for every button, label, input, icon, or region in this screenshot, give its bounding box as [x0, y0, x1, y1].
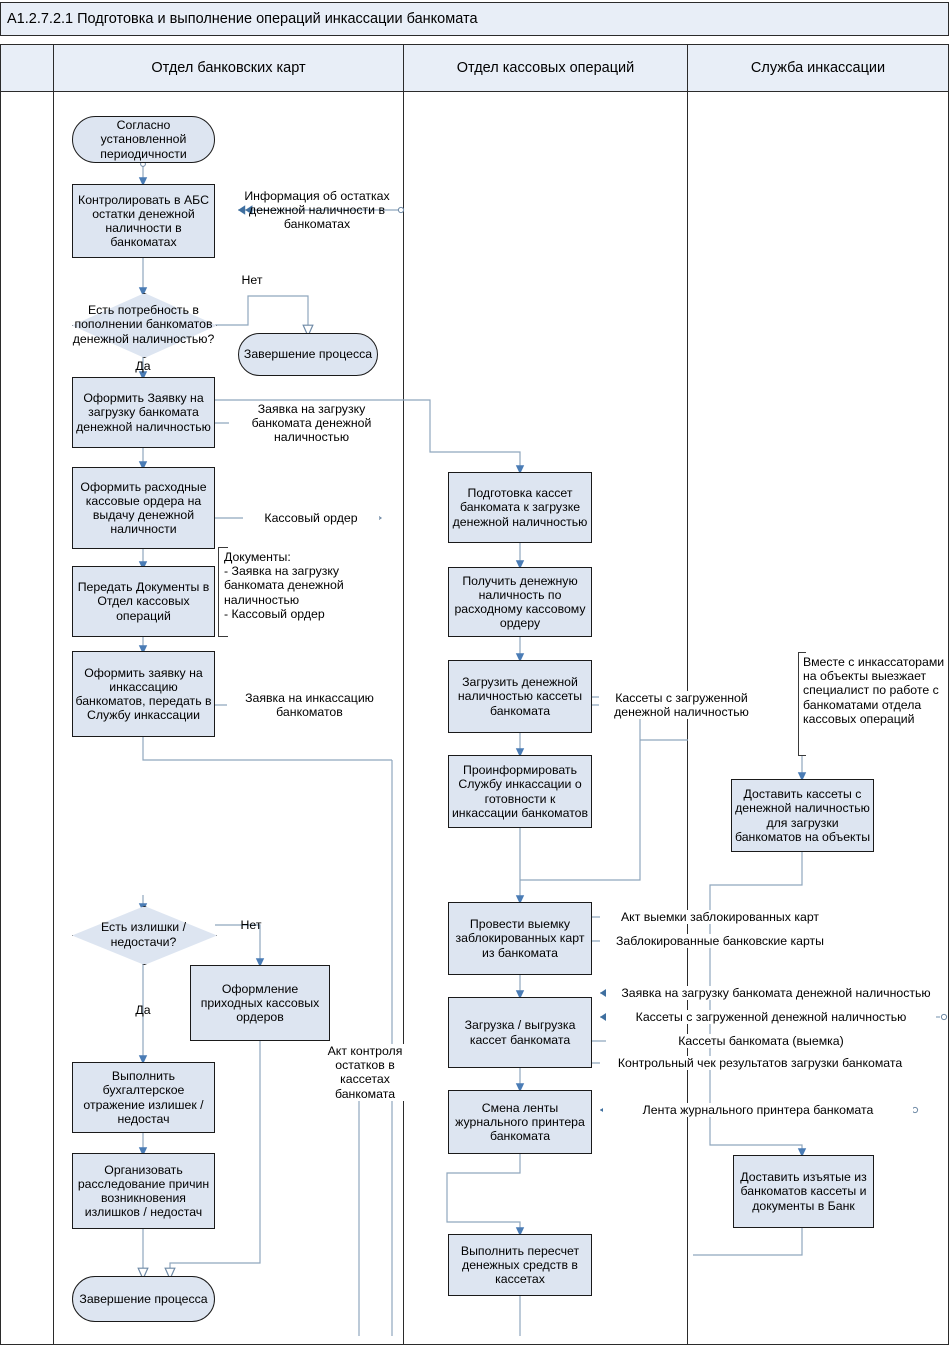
message-atm-cassettes-withdrawal: Кассеты банкомата (выемка)	[606, 1034, 916, 1049]
message-printer-tape: Лента журнального принтера банкомата	[603, 1103, 913, 1118]
lane-divider-1	[403, 45, 404, 1344]
lane-gutter	[1, 45, 53, 92]
message-loaded-cassettes: Кассеты с загруженной денежной наличност…	[599, 691, 764, 720]
message-loaded-cassettes-2: Кассеты с загруженной денежной наличност…	[606, 1010, 936, 1025]
node-create-load-request[interactable]: Оформить Заявку на загрузку банкомата де…	[72, 377, 215, 448]
node-recount-funds[interactable]: Выполнить пересчет денежных средств в ка…	[448, 1234, 592, 1296]
node-receive-cash[interactable]: Получить денежную наличность по расходно…	[448, 567, 592, 637]
node-transfer-documents[interactable]: Передать Документы в Отдел кассовых опер…	[72, 566, 215, 637]
message-balance-info: Информация об остатках денежной наличнос…	[244, 189, 390, 232]
documents-note-bracket	[218, 547, 228, 637]
lane-header-bank-cards: Отдел банковских карт	[53, 45, 403, 92]
message-cash-order: Кассовый ордер	[243, 511, 379, 526]
message-documents-note: Документы: - Заявка на загрузку банкомат…	[224, 550, 344, 621]
node-accounting-reflection[interactable]: Выполнить бухгалтерское отражение излише…	[72, 1062, 215, 1133]
message-act-withdrawal: Акт выемки заблокированных карт	[600, 910, 840, 925]
label-branch-no-2: Нет	[240, 918, 262, 932]
label-branch-no-1: Нет	[241, 273, 263, 287]
node-end-process-bottom[interactable]: Завершение процесса	[72, 1276, 215, 1322]
node-control-abs[interactable]: Контролировать в АБС остатки денежной на…	[72, 184, 215, 258]
node-create-collection-request[interactable]: Оформить заявку на инкассацию банкоматов…	[72, 651, 215, 737]
node-decision-need-refill[interactable]: Есть потребность в пополнении банкоматов…	[72, 293, 217, 358]
node-change-printer-tape[interactable]: Смена ленты журнального принтера банкома…	[448, 1090, 592, 1154]
label-branch-yes-1: Да	[135, 359, 151, 373]
node-start-periodicity[interactable]: Согласно установленной периодичности	[72, 116, 215, 163]
node-end-process-top[interactable]: Завершение процесса	[238, 333, 378, 376]
lane-label: Отдел банковских карт	[151, 60, 306, 76]
message-collectors-note: Вместе с инкассаторами на объекты выезжа…	[803, 655, 945, 726]
diagram-title-bar: A1.2.7.2.1 Подготовка и выполнение опера…	[0, 2, 949, 36]
message-collection-request: Заявка на инкассацию банкоматов	[227, 691, 392, 720]
node-load-unload-cassettes[interactable]: Загрузка / выгрузка кассет банкомата	[448, 997, 592, 1068]
message-load-request-2: Заявка на загрузку банкомата денежной на…	[606, 986, 946, 1001]
page-title: A1.2.7.2.1 Подготовка и выполнение опера…	[7, 11, 478, 27]
message-act-control-balances: Акт контроля остатков в кассетах банкома…	[315, 1044, 415, 1101]
lane-header-cash-operations: Отдел кассовых операций	[403, 45, 687, 92]
node-load-cassettes[interactable]: Загрузить денежной наличностью кассеты б…	[448, 660, 592, 733]
label-branch-yes-2: Да	[135, 1003, 151, 1017]
node-decision-surplus[interactable]: Есть излишки / недостачи?	[72, 906, 217, 965]
node-deliver-seized[interactable]: Доставить изъятые из банкоматов кассеты …	[733, 1155, 874, 1228]
message-load-request: Заявка на загрузку банкомата денежной на…	[229, 402, 394, 445]
lane-label: Отдел кассовых операций	[456, 60, 635, 76]
message-control-check: Контрольный чек результатов загрузки бан…	[600, 1056, 920, 1071]
lane-header-collection-service: Служба инкассации	[687, 45, 948, 92]
node-investigation[interactable]: Организовать расследование причин возник…	[72, 1153, 215, 1229]
node-deliver-cassettes[interactable]: Доставить кассеты с денежной наличностью…	[731, 779, 874, 852]
node-income-cash-orders[interactable]: Оформление приходных кассовых ордеров	[190, 965, 330, 1041]
node-create-cash-orders[interactable]: Оформить расходные кассовые ордера на вы…	[72, 467, 215, 549]
node-prepare-cassettes[interactable]: Подготовка кассет банкомата к загрузке д…	[448, 472, 592, 543]
lane-label: Служба инкассации	[750, 60, 886, 76]
message-blocked-cards: Заблокированные банковские карты	[600, 934, 840, 949]
lane-divider-0	[53, 45, 54, 1344]
collectors-note-bracket	[798, 652, 806, 756]
node-inform-collection-service[interactable]: Проинформировать Службу инкассации о гот…	[448, 755, 592, 828]
node-withdraw-blocked-cards[interactable]: Провести выемку заблокированных карт из …	[448, 902, 592, 975]
